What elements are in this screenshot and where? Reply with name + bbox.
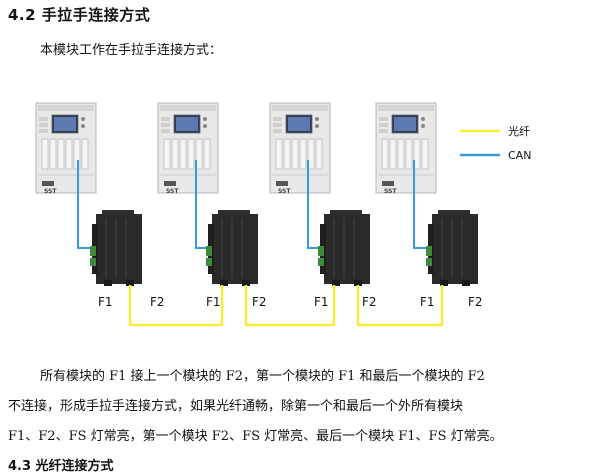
paragraph-line: 所有模块的 F1 接上一个模块的 F2，第一个模块的 F1 和最后一个模块的 F… xyxy=(40,369,485,384)
can-line xyxy=(195,160,208,249)
module-3 xyxy=(317,209,371,287)
port-label-f1: F1 xyxy=(314,295,329,309)
module-2 xyxy=(205,209,259,287)
cabinet-4 xyxy=(375,102,437,194)
brand-mark: SST xyxy=(278,188,291,195)
port-label-f1: F1 xyxy=(98,295,113,309)
cabinet-2 xyxy=(157,102,219,194)
port-label-f2: F2 xyxy=(252,295,267,309)
fiber-line xyxy=(128,285,224,327)
brand-mark: SST xyxy=(384,188,397,195)
port-label-f2: F2 xyxy=(362,295,377,309)
port-label-f1: F1 xyxy=(420,295,435,309)
next-section-heading: 4.3 光纤连接方式 xyxy=(8,459,114,474)
brand-mark: SST xyxy=(166,188,179,195)
fiber-line xyxy=(356,285,444,327)
port-label-f1: F1 xyxy=(206,295,221,309)
module-1 xyxy=(89,209,143,287)
legend-fiber-label: 光纤 xyxy=(508,124,530,138)
cabinet-3 xyxy=(269,102,331,194)
can-line xyxy=(77,160,92,249)
legend-can-label: CAN xyxy=(508,149,531,162)
body-paragraph: 所有模块的 F1 接上一个模块的 F2，第一个模块的 F1 和最后一个模块的 F… xyxy=(8,362,584,452)
paragraph-line: 不连接，形成手拉手连接方式，如果光纤通畅，除第一个和最后一个外所有模块 xyxy=(8,399,464,414)
port-label-f2: F2 xyxy=(150,295,165,309)
paragraph-line: F1、F2、FS 灯常亮，第一个模块 F2、FS 灯常亮、最后一个模块 F1、F… xyxy=(8,429,503,444)
section-heading: 4.2 手拉手连接方式 xyxy=(8,6,151,24)
intro-text: 本模块工作在手拉手连接方式： xyxy=(40,43,223,58)
fiber-line xyxy=(244,285,336,327)
port-label-f2: F2 xyxy=(468,295,483,309)
brand-mark: SST xyxy=(44,188,57,195)
can-line xyxy=(413,160,428,249)
can-line xyxy=(307,160,320,249)
cabinet-1 xyxy=(35,102,97,194)
connection-diagram: SST SST SST SST F1 F2 F1 F2 F1 F2 F1 F2 … xyxy=(35,102,531,327)
module-4 xyxy=(425,209,479,287)
